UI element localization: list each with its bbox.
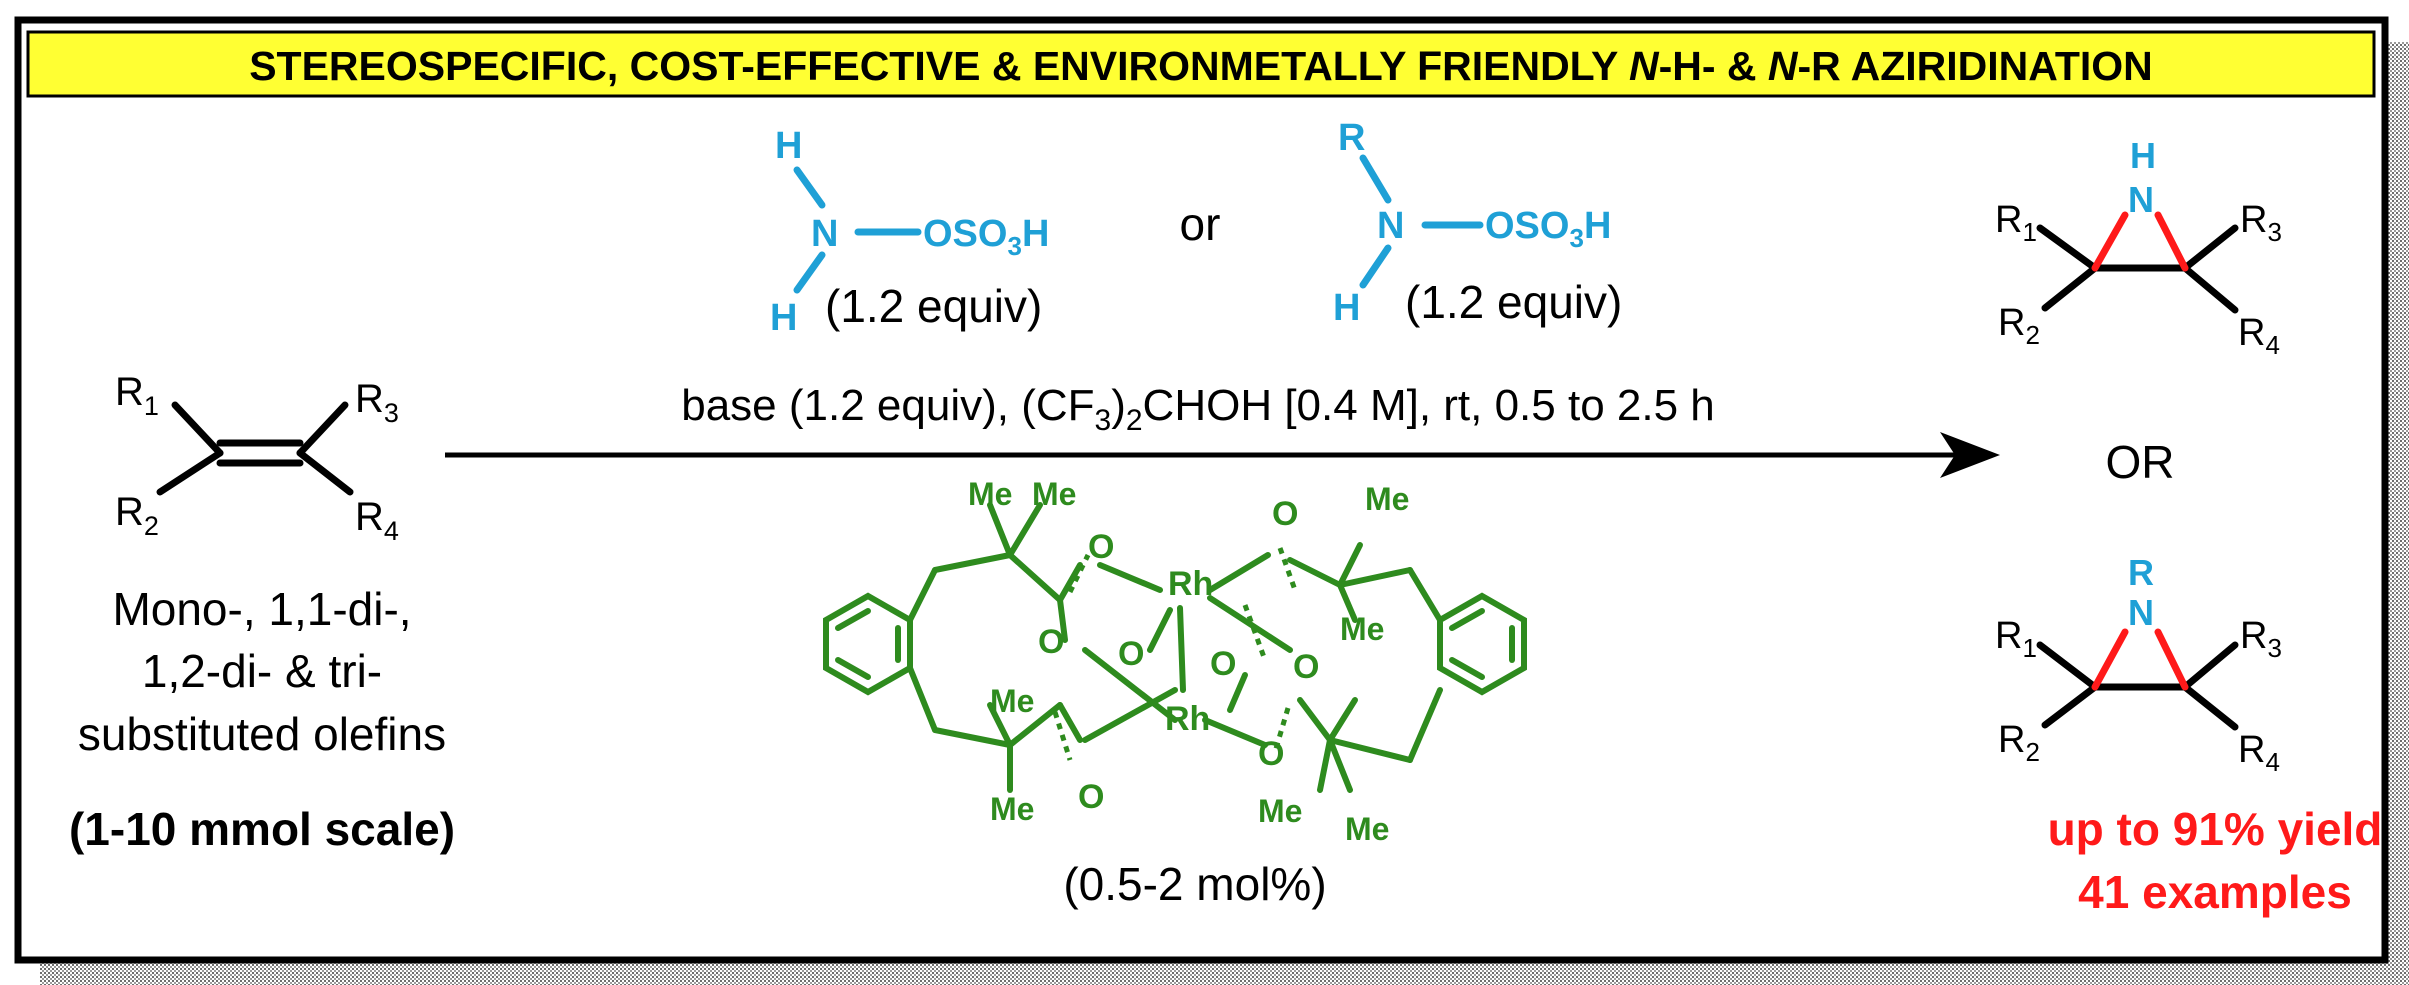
olefin-r1: R1 — [115, 370, 159, 421]
product-nr-n: N — [2128, 592, 2154, 633]
product-nh-r2: R2 — [1998, 302, 2040, 350]
svg-text:O: O — [1038, 623, 1064, 661]
rhosa-reagent: R N OSO3H H — [1333, 117, 1611, 329]
olefin-r2: R2 — [115, 490, 159, 541]
yield-line2: 41 examples — [2078, 866, 2352, 918]
svg-text:Me: Me — [1345, 811, 1389, 847]
svg-text:Me: Me — [1365, 481, 1409, 517]
svg-text:O: O — [1293, 648, 1319, 686]
svg-text:OSO3H: OSO3H — [1485, 205, 1611, 253]
svg-text:H: H — [775, 125, 802, 167]
olefin-desc-line2: 1,2-di- & tri- — [142, 645, 382, 697]
frame-shadow — [40, 42, 2409, 985]
svg-text:N: N — [1377, 205, 1404, 247]
svg-text:O: O — [1258, 735, 1284, 773]
svg-text:O: O — [1210, 645, 1236, 683]
svg-text:O: O — [1118, 635, 1144, 673]
svg-text:N: N — [811, 213, 838, 255]
olefin-structure — [156, 401, 354, 496]
conditions-text: base (1.2 equiv), (CF3)2CHOH [0.4 M], rt… — [681, 381, 1715, 437]
olefin-r4: R4 — [355, 495, 399, 546]
product-nh-r4: R4 — [2238, 312, 2280, 360]
svg-text:Rh: Rh — [1165, 700, 1210, 738]
olefin-r3: R3 — [355, 377, 399, 428]
product-nr-r4: R4 — [2238, 729, 2280, 777]
svg-text:H: H — [1333, 287, 1360, 329]
rh-catalyst-labels: Me Me O Rh O Me O O O Me O Me Rh O Me O … — [968, 476, 1409, 847]
product-nh-n: N — [2128, 179, 2154, 220]
or-big: OR — [2106, 436, 2175, 488]
olefin-scale: (1-10 mmol scale) — [69, 803, 455, 855]
product-nr-r3: R3 — [2240, 615, 2282, 663]
product-nh-h: H — [2130, 135, 2156, 176]
olefin-desc-line3: substituted olefins — [78, 708, 446, 760]
svg-text:Me: Me — [990, 683, 1034, 719]
svg-text:Me: Me — [1032, 476, 1076, 512]
reaction-arrow-head — [1940, 432, 2000, 478]
rhosa-equiv: (1.2 equiv) — [1405, 276, 1622, 328]
product-nr-r1: R1 — [1995, 615, 2037, 663]
hosa-equiv: (1.2 equiv) — [825, 280, 1042, 332]
svg-text:Me: Me — [1258, 793, 1302, 829]
svg-text:H: H — [770, 297, 797, 339]
rhosa-bonds — [1359, 154, 1484, 289]
svg-text:O: O — [1078, 778, 1104, 816]
svg-text:Me: Me — [990, 791, 1034, 827]
product-nh-structure — [2036, 211, 2239, 314]
svg-text:O: O — [1272, 495, 1298, 533]
product-nr-r2: R2 — [1998, 719, 2040, 767]
product-nr-structure — [2036, 628, 2239, 731]
svg-text:Rh: Rh — [1168, 565, 1213, 603]
product-nh-r1: R1 — [1995, 199, 2037, 247]
svg-text:Me: Me — [968, 476, 1012, 512]
hosa-bonds — [793, 166, 922, 294]
title-banner-bg — [26, 30, 2376, 98]
or-small: or — [1180, 198, 1221, 250]
svg-text:Me: Me — [1340, 611, 1384, 647]
frame-border — [14, 16, 2389, 964]
product-nr-r-top: R — [2128, 552, 2154, 593]
svg-text:OSO3H: OSO3H — [923, 213, 1049, 261]
rh-catalyst-bonds — [823, 502, 1527, 793]
svg-text:R: R — [1338, 117, 1365, 159]
product-nh-r3: R3 — [2240, 199, 2282, 247]
catalyst-loading: (0.5-2 mol%) — [1063, 858, 1326, 910]
hosa-reagent: H N OSO3H H — [770, 125, 1049, 339]
title-banner: STEREOSPECIFIC, COST-EFFECTIVE & ENVIRON… — [249, 43, 2153, 89]
svg-text:O: O — [1088, 528, 1114, 566]
yield-line1: up to 91% yield — [2048, 803, 2383, 855]
rh-catalyst-dashes — [1052, 547, 1298, 761]
olefin-desc-line1: Mono-, 1,1-di-, — [112, 583, 411, 635]
